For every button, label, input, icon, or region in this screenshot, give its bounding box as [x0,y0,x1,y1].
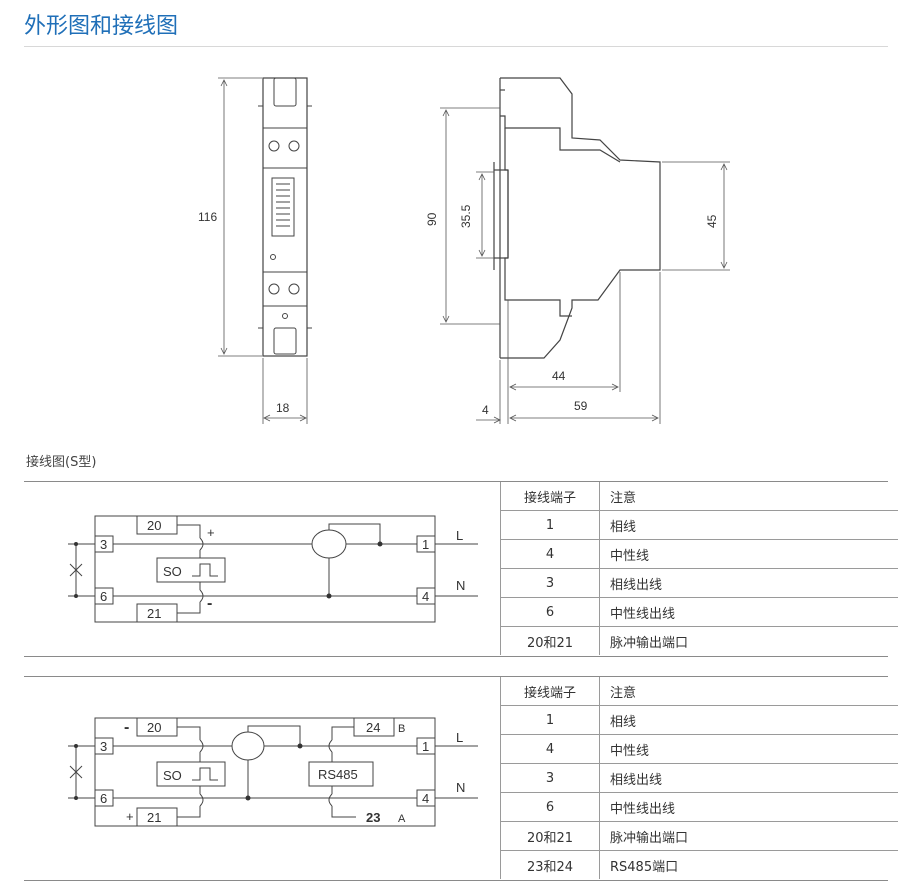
so-label: SO [163,564,182,579]
pulse-minus: - [207,595,212,612]
dim-depth-59: 59 [574,399,588,413]
side-dimensions [440,107,730,424]
terminal-20: 20 [147,720,161,735]
pulse-plus: + [207,525,215,540]
terminal-3: 3 [100,537,107,552]
table-header: 接线端子 注意 [500,482,898,511]
terminal-21: 21 [147,810,161,825]
wiring-diagram-2: 20 21 3 6 1 4 24 23 B A - + SO RS485 L N [68,717,478,827]
terminal-4: 4 [422,791,429,806]
terminal-21: 21 [147,606,161,621]
dim-side-height: 90 [425,212,439,226]
rs485-label: RS485 [318,767,358,782]
section2-top-rule [24,676,888,677]
page-title: 外形图和接线图 [24,14,179,39]
terminal-6: 6 [100,791,107,806]
rs485-a: A [398,813,406,825]
terminal-1: 1 [422,739,429,754]
terminal-23: 23 [366,810,380,825]
line-N: N [456,578,465,593]
terminal-1: 1 [422,537,429,552]
wiring-heading: 接线图(S型) [26,455,97,470]
dim-rail-height: 35.5 [459,204,473,228]
line-N: N [456,780,465,795]
line-L: L [456,730,463,745]
outline-drawings: 116 18 90 35.5 45 44 59 4 [198,77,730,424]
rs485-b: B [398,723,405,735]
section1-bottom-rule [24,656,888,657]
pulse-plus: + [126,809,134,824]
wiring-diagram-1: 20 21 3 6 1 4 + - SO L N [68,515,478,623]
front-dimensions [218,77,308,424]
dim-body-height: 45 [705,214,719,228]
so-label: SO [163,768,182,783]
section1-top-rule [24,481,888,482]
section2-bottom-rule [24,880,888,881]
side-view [493,77,661,359]
pulse-minus: - [124,719,129,736]
terminal-3: 3 [100,739,107,754]
dim-front-height: 116 [198,210,217,224]
line-L: L [456,528,463,543]
terminal-20: 20 [147,518,161,533]
dim-depth-44: 44 [552,369,566,383]
terminal-4: 4 [422,589,429,604]
terminal-24: 24 [366,720,380,735]
title-divider [24,46,888,47]
dim-offset-4: 4 [482,403,489,417]
terminal-6: 6 [100,589,107,604]
front-view [258,77,312,357]
table-header: 接线端子 注意 [500,677,898,706]
dim-front-width: 18 [276,401,290,415]
